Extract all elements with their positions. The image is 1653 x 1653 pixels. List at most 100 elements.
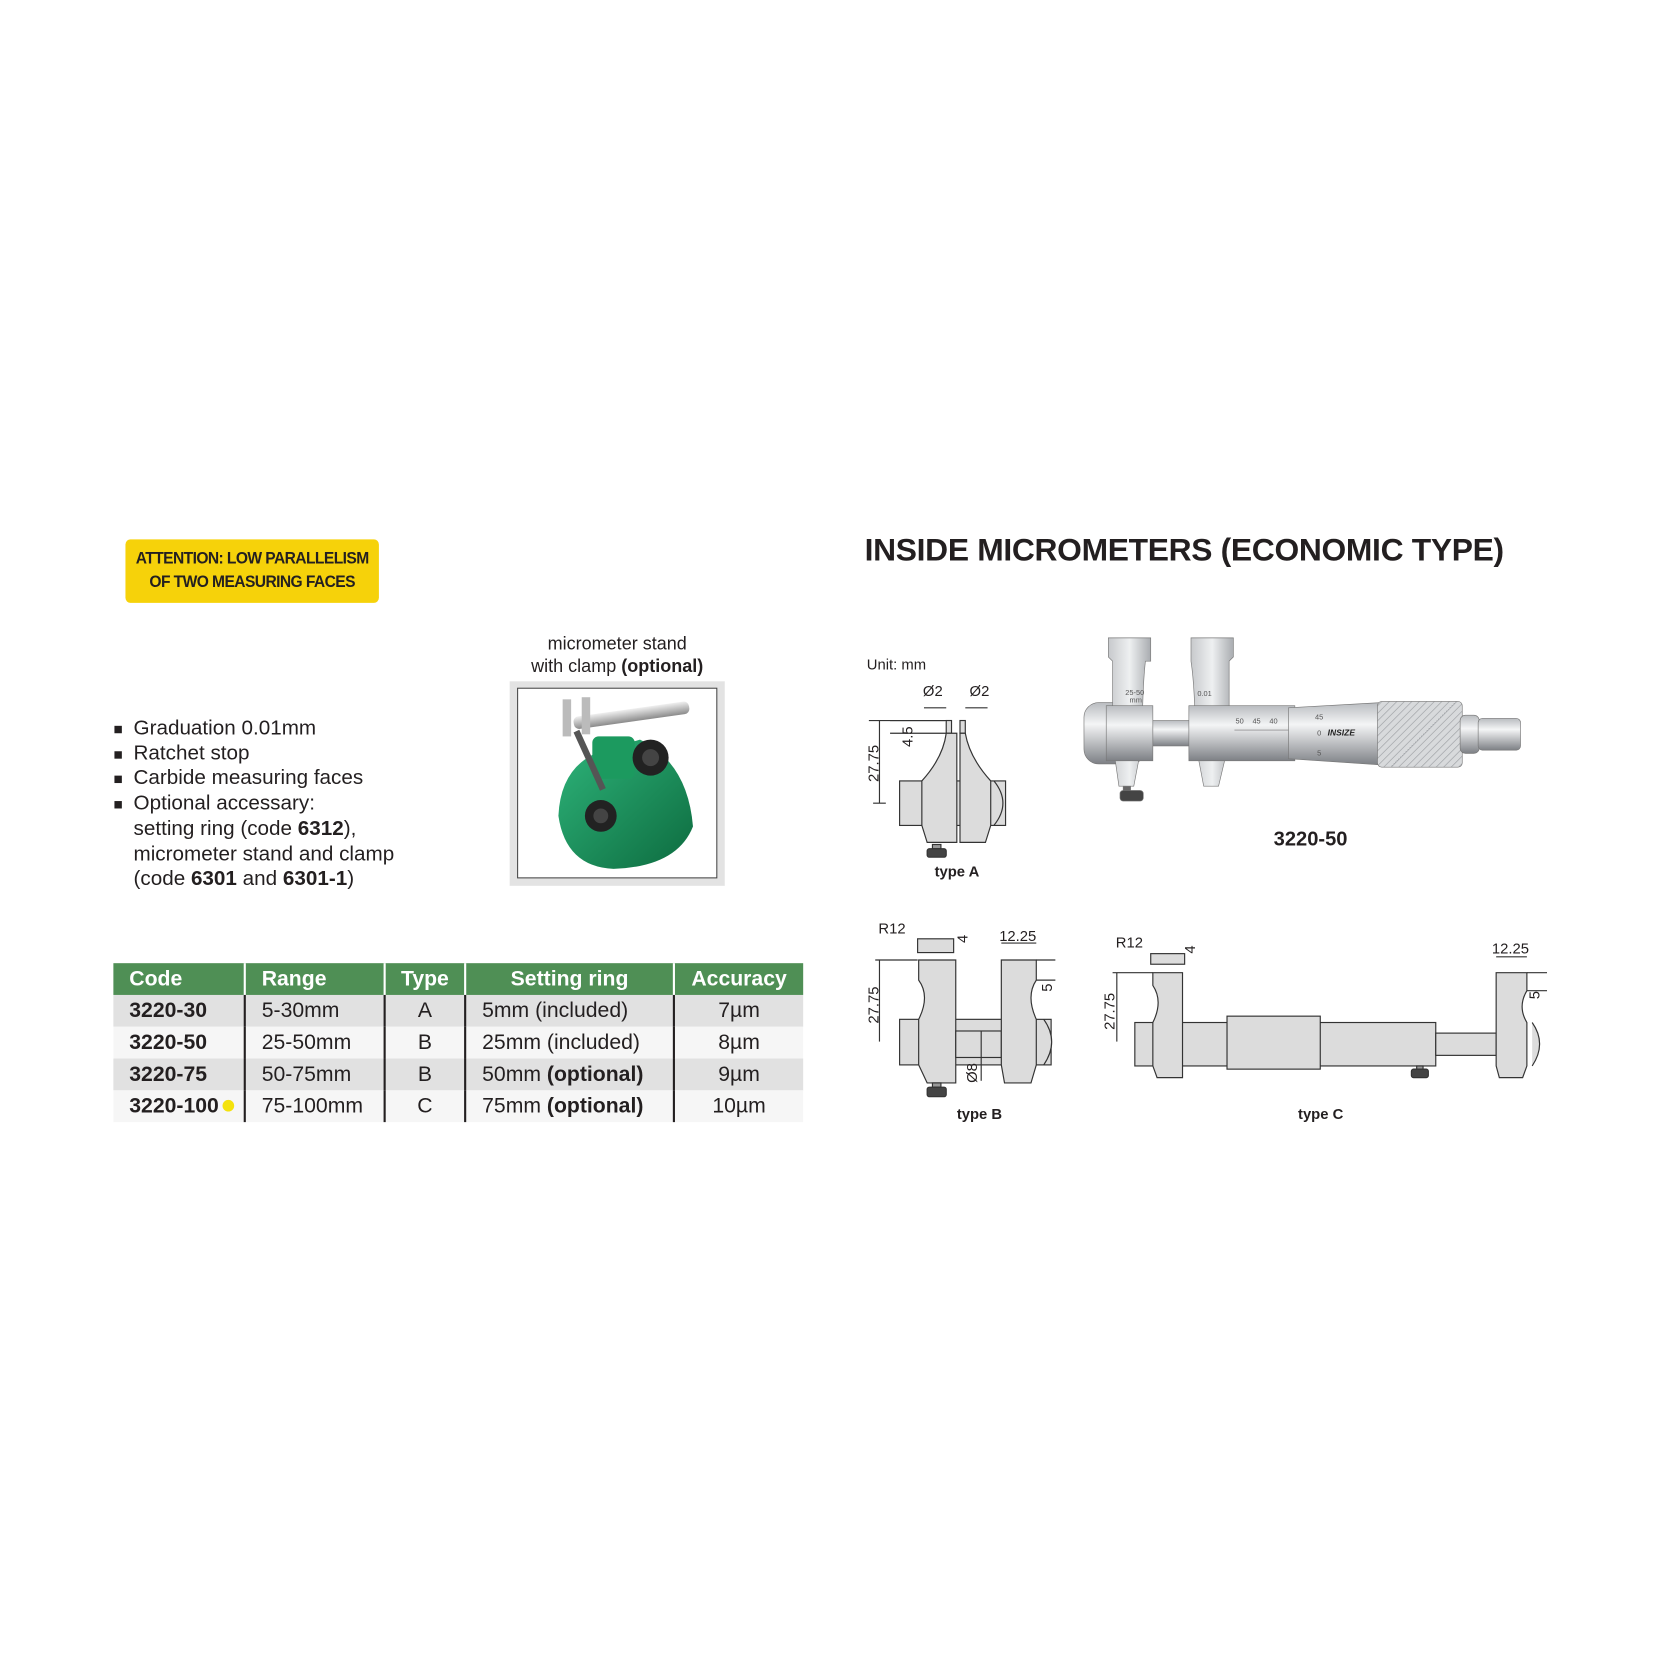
stand-caption: micrometer stand with clamp (optional) <box>498 633 736 678</box>
cell-accuracy: 7µm <box>673 994 804 1027</box>
ring-note: (included) <box>546 1030 640 1054</box>
caption-line: with clamp (optional) <box>498 655 736 677</box>
table-header-row: Code Range Type Setting ring Accuracy <box>113 963 804 995</box>
accessory-line: setting ring (code 6312), <box>134 817 395 842</box>
dim-label: 27.75 <box>1103 993 1119 1030</box>
scale-mark: 50 <box>1235 717 1243 726</box>
header-setting-ring: Setting ring <box>465 963 675 995</box>
ring-size: 5mm <box>482 998 530 1022</box>
code: 6301-1 <box>282 866 348 891</box>
scale-mark: 45 <box>1252 717 1260 726</box>
type-c-label: type C <box>1298 1107 1344 1123</box>
ring-note: (optional) <box>546 1094 644 1118</box>
text: (code <box>133 866 191 891</box>
dim-label: Ø8 <box>965 1063 981 1083</box>
product-image-3220-50 <box>1083 637 1521 802</box>
code-value: 3220-100 <box>129 1094 219 1118</box>
cell-type: B <box>384 1058 467 1091</box>
dim-label: 27.75 <box>866 745 882 782</box>
accessory-line: micrometer stand and clamp <box>133 841 395 866</box>
feature-list: Graduation 0.01mm Ratchet stop Carbide m… <box>114 716 394 892</box>
dim-label: Ø2 <box>970 684 990 700</box>
dim-label: 5 <box>1040 984 1056 992</box>
cell-code: 3220-100 <box>113 1090 246 1123</box>
cell-setting-ring: 75mm (optional) <box>465 1090 675 1123</box>
dim-label: 12.25 <box>1492 942 1529 958</box>
type-a-label: type A <box>935 864 980 880</box>
code: 6312 <box>297 816 344 841</box>
list-item: Ratchet stop <box>114 741 394 766</box>
accessory-heading: Optional accessary: <box>133 791 315 815</box>
text: ) <box>347 866 355 891</box>
type-c-drawing <box>1112 953 1548 1079</box>
text: and <box>236 866 283 891</box>
header-type: Type <box>384 963 467 995</box>
micrometer-stand-image <box>558 697 693 869</box>
dim-label: 4 <box>1183 945 1199 953</box>
type-b-drawing <box>875 938 1056 1098</box>
cell-accuracy: 10µm <box>673 1090 804 1123</box>
thimble-mark: 5 <box>1317 748 1321 757</box>
new-marker-dot <box>222 1099 234 1111</box>
cell-type: A <box>384 994 467 1027</box>
code: 6301 <box>190 866 237 891</box>
header-range: Range <box>244 963 386 995</box>
cell-setting-ring: 50mm (optional) <box>465 1058 675 1091</box>
resolution-label: 0.01 <box>1197 689 1211 698</box>
cell-range: 50-75mm <box>244 1058 386 1091</box>
brand-logo: INSIZE <box>1328 727 1356 737</box>
text: ), <box>343 816 357 841</box>
ring-size: 25mm <box>482 1030 542 1054</box>
accessory-line: (code 6301 and 6301-1) <box>134 867 395 892</box>
dim-label: 12.25 <box>999 929 1036 945</box>
code-value: 3220-50 <box>129 1030 208 1054</box>
list-item: Optional accessary: setting ring (code 6… <box>114 792 394 892</box>
dim-label: 4 <box>955 935 971 943</box>
page-title: INSIDE MICROMETERS (ECONOMIC TYPE) <box>864 532 1504 568</box>
code-value: 3220-30 <box>129 998 208 1022</box>
ring-size: 75mm <box>482 1094 542 1118</box>
type-b-label: type B <box>957 1107 1003 1123</box>
spec-table: Code Range Type Setting ring Accuracy 32… <box>113 963 804 1123</box>
thimble-mark: 45 <box>1315 712 1323 721</box>
dim-label: 4.5 <box>900 726 916 747</box>
header-code: Code <box>113 963 246 995</box>
cell-range: 75-100mm <box>244 1090 386 1123</box>
jaw-range-label: 25-50 <box>1125 688 1144 697</box>
attention-line-1: ATTENTION: LOW PARALLELISM <box>135 549 369 568</box>
cell-type: C <box>384 1090 467 1123</box>
dim-label: R12 <box>878 922 905 938</box>
ring-size: 50mm <box>482 1062 542 1086</box>
attention-line-2: OF TWO MEASURING FACES <box>149 573 355 592</box>
jaw-unit-label: mm <box>1130 696 1142 705</box>
ring-note: (included) <box>535 998 629 1022</box>
ring-note: (optional) <box>546 1062 644 1086</box>
cell-range: 5-30mm <box>244 994 386 1027</box>
dim-label: 5 <box>1528 991 1544 999</box>
cell-code: 3220-30 <box>113 994 246 1027</box>
unit-label: Unit: mm <box>867 658 926 674</box>
attention-banner: ATTENTION: LOW PARALLELISM OF TWO MEASUR… <box>125 539 379 603</box>
text: setting ring (code <box>133 816 298 841</box>
type-a-drawing <box>868 707 1007 858</box>
cell-range: 25-50mm <box>244 1026 386 1059</box>
product-code-label: 3220-50 <box>1274 829 1348 851</box>
cell-setting-ring: 5mm (included) <box>465 994 675 1027</box>
code-value: 3220-75 <box>129 1062 208 1086</box>
cell-code: 3220-75 <box>113 1058 246 1091</box>
text: with clamp <box>531 655 622 677</box>
dim-label: R12 <box>1116 935 1143 951</box>
dim-label: Ø2 <box>923 684 943 700</box>
list-item: Carbide measuring faces <box>114 767 394 792</box>
cell-type: B <box>384 1026 467 1059</box>
optional-label: (optional) <box>621 655 704 677</box>
dim-label: 27.75 <box>866 986 882 1023</box>
scale-mark: 40 <box>1269 717 1277 726</box>
thimble-mark: 0 <box>1317 728 1321 737</box>
cell-accuracy: 8µm <box>673 1026 804 1059</box>
cell-setting-ring: 25mm (included) <box>465 1026 675 1059</box>
